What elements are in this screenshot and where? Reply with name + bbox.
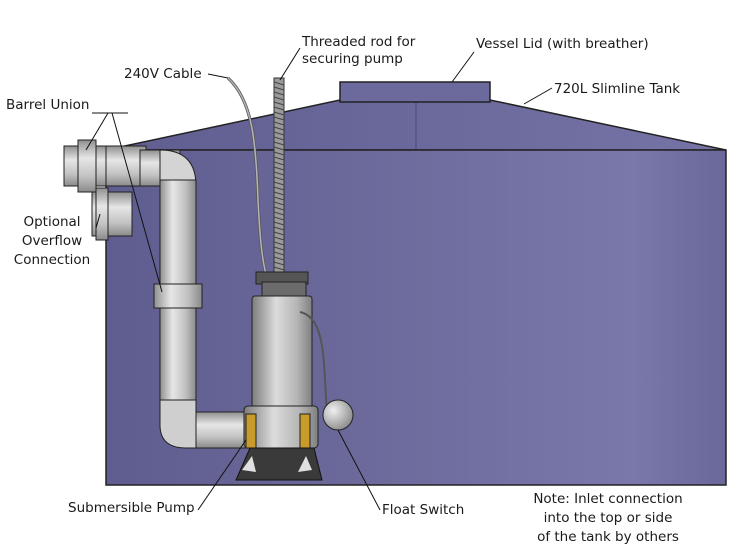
vessel-lid-label: Vessel Lid (with breather) xyxy=(476,36,649,52)
overflow-label-line2: Overflow xyxy=(21,233,83,249)
threaded-rod-label-line2: securing pump xyxy=(302,51,403,67)
tank-label: 720L Slimline Tank xyxy=(554,81,681,97)
cable-label: 240V Cable xyxy=(124,66,202,82)
discharge-pipe xyxy=(139,149,249,449)
note-line1: Note: Inlet connection xyxy=(533,491,683,507)
overflow-label-line1: Optional xyxy=(23,214,81,230)
barrel-union-label: Barrel Union xyxy=(6,97,90,113)
overflow-connection xyxy=(91,187,133,241)
note-line2: into the top or side xyxy=(543,510,673,526)
pump-label: Submersible Pump xyxy=(68,500,195,516)
float-switch xyxy=(322,399,354,431)
leader-lines xyxy=(85,47,553,511)
overflow-label-line3: Connection xyxy=(13,252,91,268)
barrel-union xyxy=(63,139,147,193)
threaded-rod-label-line1: Threaded rod for xyxy=(302,34,416,50)
note-line3: of the tank by others xyxy=(537,529,679,545)
float-switch-label: Float Switch xyxy=(382,502,465,518)
vessel-lid xyxy=(339,81,491,103)
threaded-rod xyxy=(273,77,285,289)
submersible-pump xyxy=(235,271,329,481)
